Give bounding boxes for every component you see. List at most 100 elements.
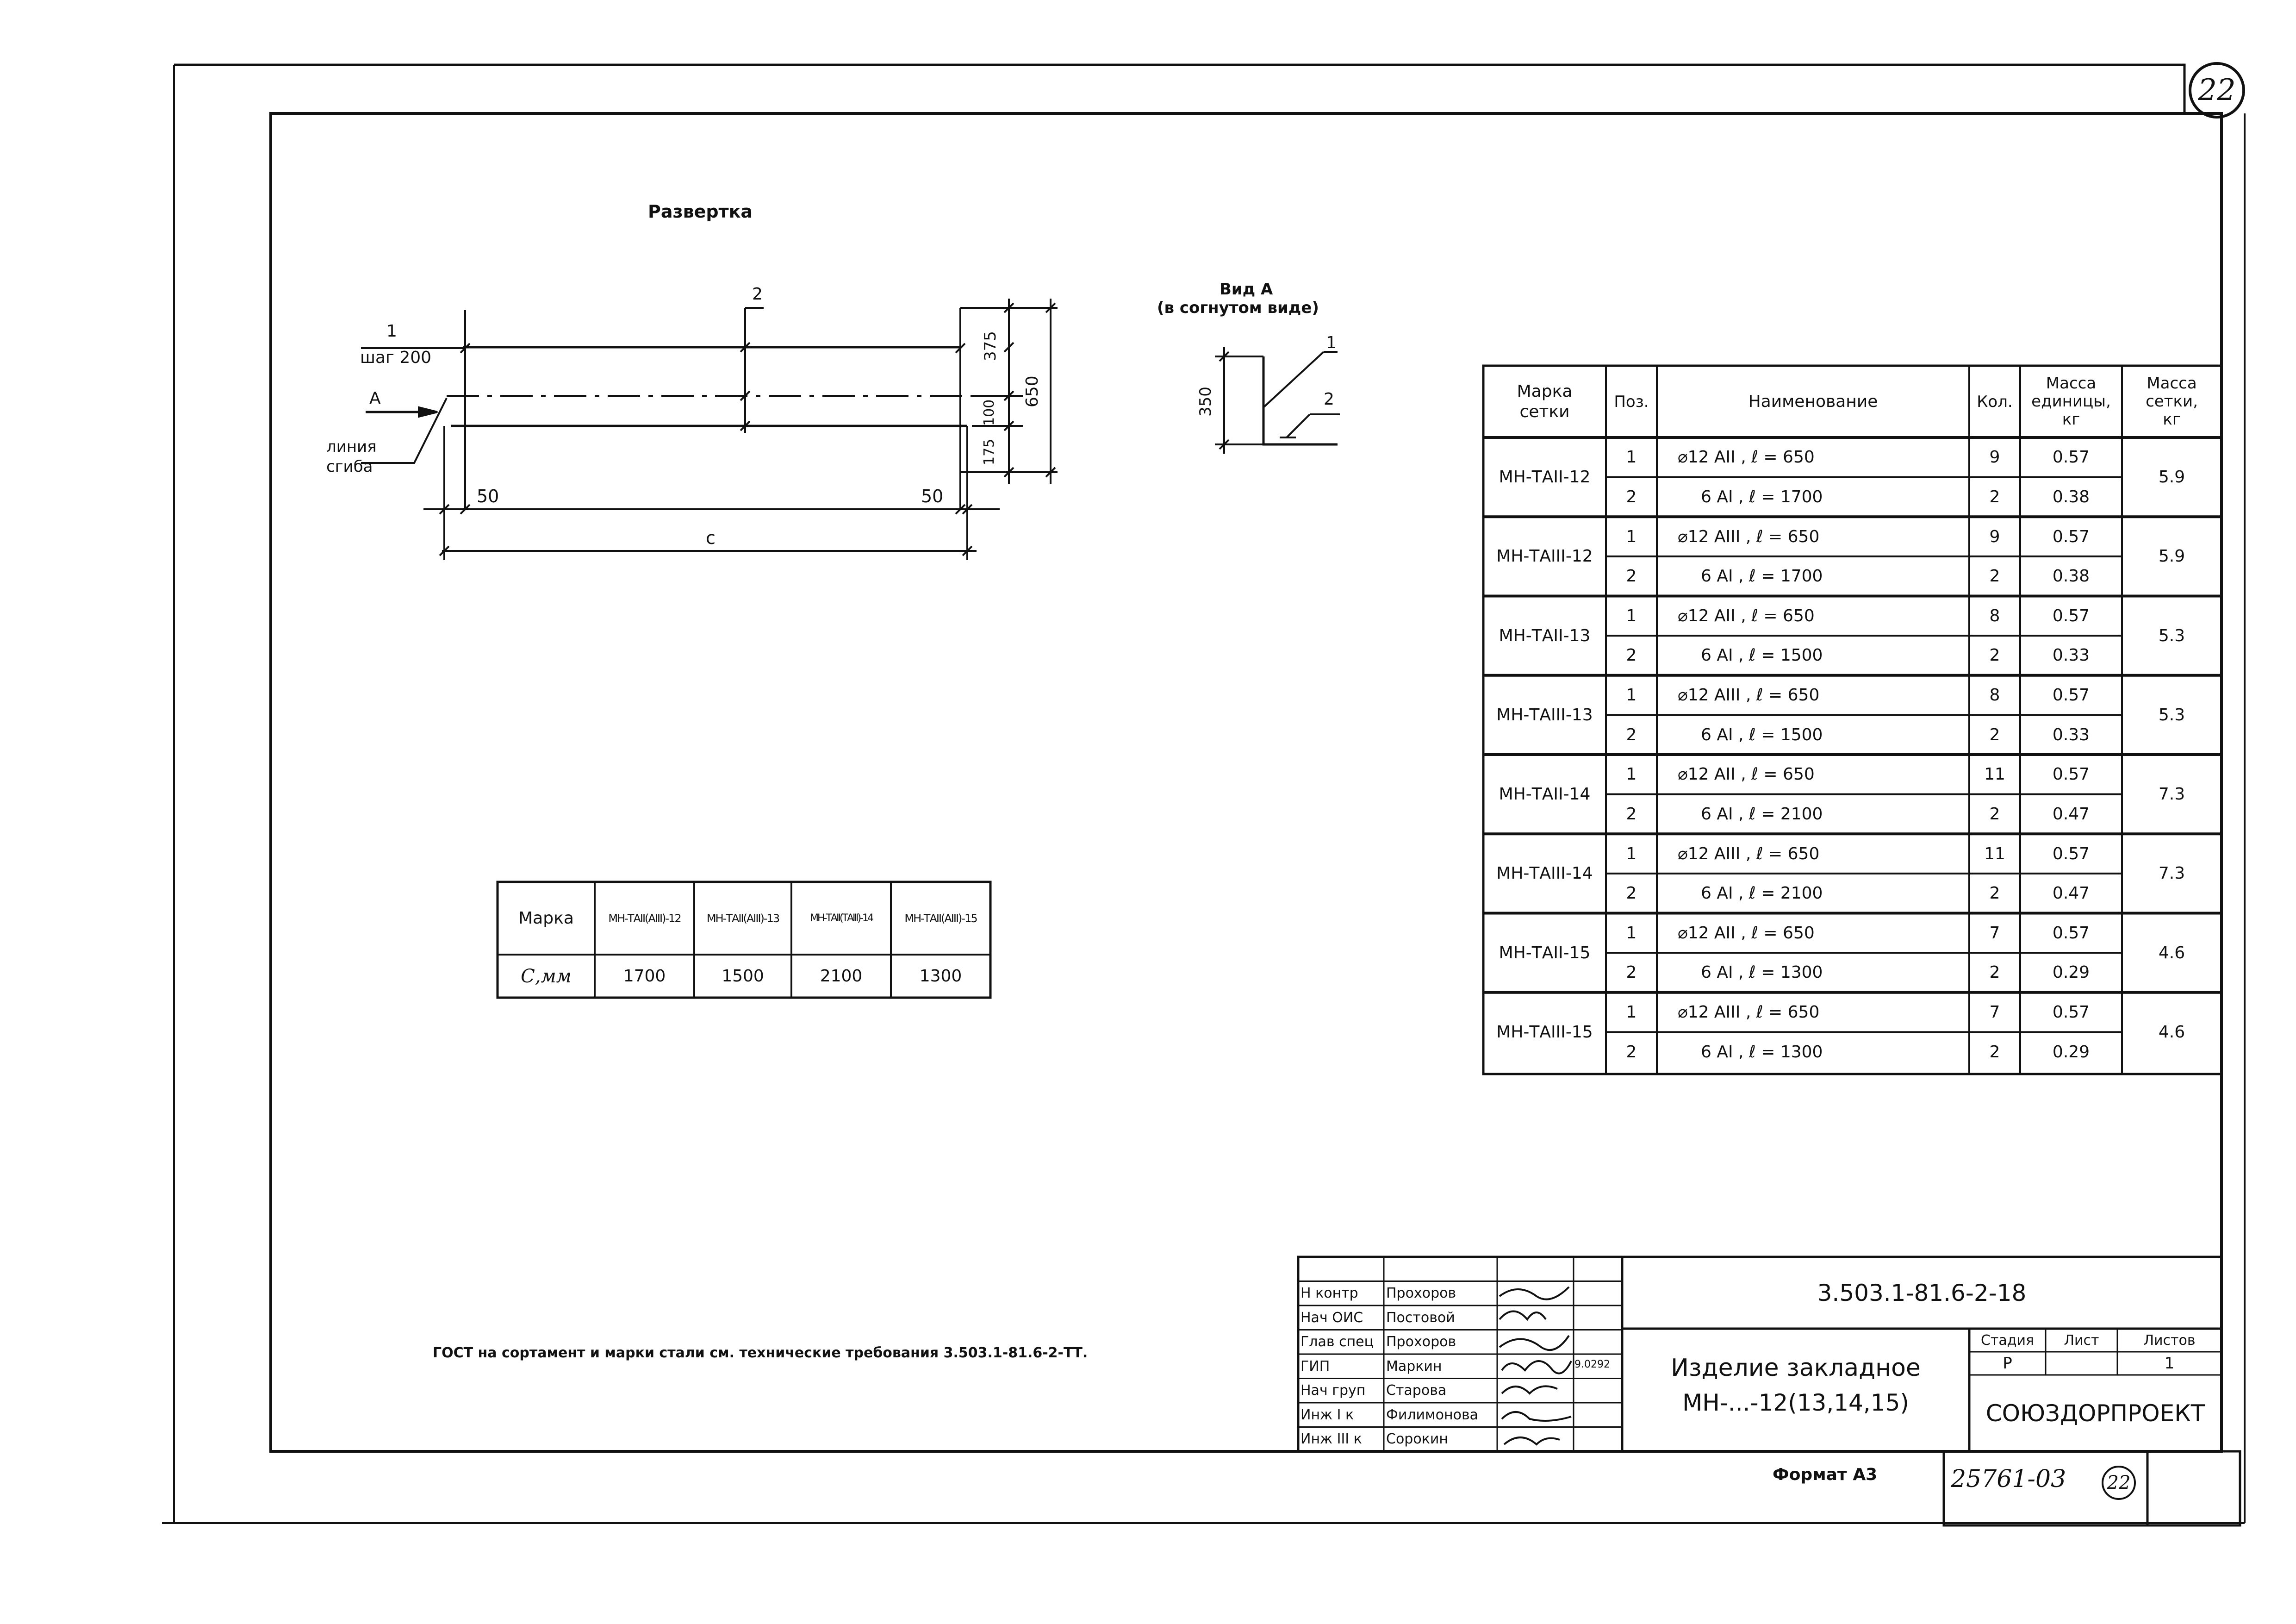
title-block-person: Прохоров [1386,1285,1456,1302]
spec-mark-cell: МН-ТАII-13 [1499,626,1591,645]
spec-qty-cell: 11 [1984,765,2005,784]
spec-unit-mass-cell: 0.57 [2052,765,2090,784]
spec-qty-cell: 2 [1989,884,2000,903]
spec-mark-cell: МН-ТАII-15 [1499,943,1591,962]
dim-175: 175 [981,438,997,465]
spec-qty-cell: 11 [1984,844,2005,863]
c-table-header-13: МН-ТАII(АIII)-13 [706,912,780,925]
spec-pos-cell: 2 [1626,646,1637,665]
spec-name-cell: ⌀12 АII , ℓ = 650 [1678,765,1815,784]
bend-line-label-1: линия [326,437,377,456]
spec-unit-mass-cell: 0.57 [2052,923,2090,943]
spec-unit-mass-cell: 0.57 [2052,844,2090,863]
c-table-value: 1300 [919,967,962,986]
pos-1-label: 1 [386,322,397,341]
signatures-graphic [1499,1286,1572,1446]
spec-total-mass-cell: 4.6 [2158,943,2185,962]
spec-mark-cell: МН-ТАII-14 [1499,785,1591,804]
spec-mark-cell: МН-ТАIII-13 [1496,705,1593,725]
sheet-value [2046,1352,2117,1375]
spec-unit-mass-cell: 0.29 [2052,963,2090,982]
spec-pos-cell: 1 [1626,844,1637,863]
title-block-role: Инж I к [1300,1406,1354,1423]
spec-unit-mass-cell: 0.57 [2052,1003,2090,1022]
spec-total-mass-cell: 5.3 [2158,626,2185,645]
page-number-circle [2189,62,2245,119]
spec-qty-cell: 7 [1989,923,2000,943]
spec-qty-cell: 2 [1989,963,2000,982]
spec-name-cell: 6 АI , ℓ = 2100 [1701,804,1823,824]
spec-pos-cell: 2 [1626,725,1637,744]
title-block-role: Нач ОИС [1300,1309,1363,1326]
spec-mark-cell: МН-ТАIII-15 [1496,1022,1593,1042]
spec-header-qty: Кол. [1977,392,2013,411]
title-block-role: Н контр [1300,1285,1358,1302]
spec-unit-mass-cell: 0.38 [2052,487,2090,506]
spec-name-cell: 6 АI , ℓ = 1500 [1701,646,1823,665]
spec-header-name: Наименование [1748,392,1878,411]
spec-unit-mass-cell: 0.57 [2052,527,2090,546]
spec-name-cell: 6 АI , ℓ = 1300 [1701,1042,1823,1062]
dim-650: 650 [1023,375,1042,407]
spec-unit-mass-cell: 0.38 [2052,567,2090,586]
item-title-2: МН-...-12(13,14,15) [1682,1389,1909,1416]
format-label: Формат А3 [1773,1465,1878,1484]
spec-name-cell: ⌀12 АII , ℓ = 650 [1678,448,1815,467]
spec-qty-cell: 2 [1989,567,2000,586]
view-a-title: Вид А [1220,280,1273,299]
view-a-dim-350: 350 [1196,387,1215,417]
spec-mark-cell: МН-ТАIII-12 [1496,547,1593,566]
spec-name-cell: ⌀12 АIII , ℓ = 650 [1678,686,1820,705]
item-title-1: Изделие закладное [1671,1354,1921,1382]
spec-pos-cell: 2 [1626,804,1637,824]
dim-375: 375 [981,331,1000,361]
c-table-value: 1500 [722,967,764,986]
c-table-value: 2100 [820,967,863,986]
archive-sheet-circle [2102,1466,2136,1500]
title-block-person: Филимонова [1386,1406,1479,1423]
view-a-pos-1: 1 [1326,333,1337,352]
step-label: шаг 200 [360,348,432,367]
spec-qty-cell: 2 [1989,1042,2000,1062]
page-number: 22 [2198,73,2236,107]
spec-pos-cell: 1 [1626,448,1637,467]
spec-header-total-mass: Масса сетки, кг [2146,374,2198,429]
spec-qty-cell: 9 [1989,448,2000,467]
dim-100: 100 [981,399,997,426]
title-block-person: Маркин [1386,1358,1442,1374]
spec-name-cell: 6 АI , ℓ = 2100 [1701,884,1823,903]
gost-note: ГОСТ на сортамент и марки стали см. техн… [433,1345,1088,1361]
archive-number: 25761-03 [1951,1465,2066,1493]
spec-pos-cell: 1 [1626,606,1637,625]
spec-unit-mass-cell: 0.33 [2052,646,2090,665]
spec-name-cell: ⌀12 АII , ℓ = 650 [1678,606,1815,625]
spec-pos-cell: 2 [1626,567,1637,586]
spec-header-mark: Марка сетки [1517,382,1573,421]
view-a-pos-2: 2 [1324,390,1334,409]
pos-2-label: 2 [752,285,763,304]
spec-pos-cell: 2 [1626,884,1637,903]
spec-qty-cell: 8 [1989,606,2000,625]
spec-qty-cell: 2 [1989,804,2000,824]
spec-total-mass-cell: 5.9 [2158,468,2185,487]
spec-name-cell: ⌀12 АIII , ℓ = 650 [1678,1003,1820,1022]
doc-code: 3.503.1-81.6-2-18 [1817,1279,2027,1306]
spec-name-cell: ⌀12 АII , ℓ = 650 [1678,923,1815,943]
spec-total-mass-cell: 5.9 [2158,547,2185,566]
dim-50-right: 50 [921,486,944,506]
title-block-person: Прохоров [1386,1334,1456,1350]
spec-qty-cell: 7 [1989,1003,2000,1022]
spec-unit-mass-cell: 0.33 [2052,725,2090,744]
c-table-value: 1700 [623,967,666,986]
title-block-person: Старова [1386,1382,1447,1399]
title-block-role: Глав спец [1300,1334,1374,1350]
c-table-header-12: МН-ТАII(АIII)-12 [608,912,681,925]
spec-qty-cell: 2 [1989,646,2000,665]
c-table-row-label: С,мм [521,965,572,987]
c-table-header-14: МН-ТАII(ТАIII)-14 [810,912,874,924]
spec-total-mass-cell: 7.3 [2158,864,2185,883]
gip-date: 9.0292 [1574,1359,1610,1370]
view-a-subtitle: (в согнутом виде) [1157,299,1319,317]
spec-mark-cell: МН-ТАII-12 [1499,468,1591,487]
